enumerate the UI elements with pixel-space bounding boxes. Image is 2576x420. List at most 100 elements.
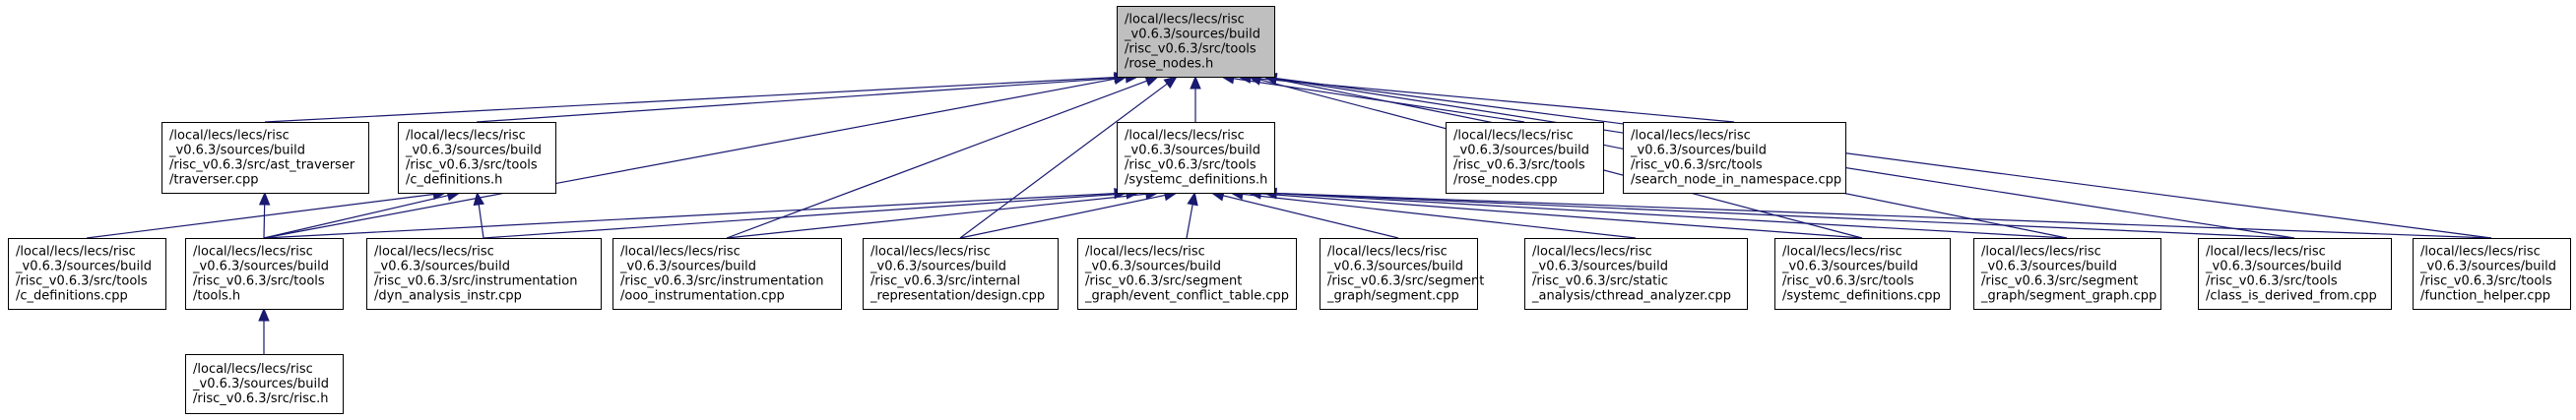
node-box [185,238,344,310]
node-label-line: /risc_v0.6.3/src/tools [1453,158,1585,173]
node-label-line: /risc_v0.6.3/src/tools [1631,158,1763,173]
edge-line [1242,193,1637,239]
node-label-line: _graph/segment_graph.cpp [1980,289,2157,304]
node-label-line: /risc_v0.6.3/src/segment [1327,274,1484,289]
node-label-line: _v0.6.3/sources/build [1452,144,1589,158]
node-function-helper-cpp[interactable]: /local/lecs/lecs/risc_v0.6.3/sources/bui… [2413,238,2571,310]
node-label-line: _analysis/cthread_analyzer.cpp [1531,289,1731,304]
node-label-line: /c_definitions.cpp [16,289,128,304]
node-cthread-analyzer-cpp[interactable]: /local/lecs/lecs/risc_v0.6.3/sources/bui… [1524,238,1748,310]
edge-line [959,194,1166,239]
node-label-line: /c_definitions.h [406,173,502,188]
node-label-line: /search_node_in_namespace.cpp [1631,173,1841,188]
node-box [863,238,1059,310]
node-risc-h[interactable]: /local/lecs/lecs/risc_v0.6.3/sources/bui… [185,354,344,414]
node-label-line: /risc_v0.6.3/src/tools [2420,274,2552,289]
edge-line [1275,192,2492,239]
node-label-line: _graph/event_conflict_table.cpp [1084,289,1289,304]
edge-class-is-derived-cpp-to-systemc-definitions-h [1262,187,2295,239]
node-label-line: _representation/design.cpp [869,289,1045,304]
edge-systemc-definitions-h-to-rose-nodes-h [1190,75,1201,122]
node-box [1973,238,2161,310]
node-label-line: /ooo_instrumentation.cpp [620,289,785,304]
node-search-node-cpp[interactable]: /local/lecs/lecs/risc_v0.6.3/sources/bui… [1623,122,1846,194]
node-box [2198,238,2392,310]
edge-line [264,77,1116,123]
node-box [2413,238,2571,310]
node-tools-h[interactable]: /local/lecs/lecs/risc_v0.6.3/sources/bui… [185,238,344,310]
edge-risc-h-to-tools-h [258,307,270,354]
node-label-line: _v0.6.3/sources/build [1781,260,1918,274]
node-label-line: _v0.6.3/sources/build [1326,260,1463,274]
node-rose-nodes-h[interactable]: /local/lecs/lecs/risc_v0.6.3/sources/bui… [1117,6,1275,78]
edge-line [1186,204,1193,239]
node-ooo-instr-cpp[interactable]: /local/lecs/lecs/risc_v0.6.3/sources/bui… [612,238,842,310]
node-event-conflict-cpp[interactable]: /local/lecs/lecs/risc_v0.6.3/sources/bui… [1077,238,1297,310]
node-label-line: /tools.h [193,289,240,304]
edge-rose-nodes-cpp-to-rose-nodes-h [1220,73,1525,123]
node-label-line: /risc_v0.6.3/src/risc.h [193,391,329,406]
node-design-cpp[interactable]: /local/lecs/lecs/risc_v0.6.3/sources/bui… [863,238,1059,310]
edge-arrowhead [258,307,270,322]
node-label-line: /dyn_analysis_instr.cpp [374,289,522,304]
node-label-line: /risc_v0.6.3/src/tools [1125,42,1256,57]
edge-line [1222,195,1399,239]
node-systemc-definitions-cpp[interactable]: /local/lecs/lecs/risc_v0.6.3/sources/bui… [1774,238,1951,310]
node-label-line: /risc_v0.6.3/src/tools [406,158,538,173]
node-label-line: /local/lecs/lecs/risc [1125,129,1245,144]
edge-dyn-analysis-cpp-to-c-definitions-h [473,191,484,239]
node-label-line: /local/lecs/lecs/risc [1085,245,1205,260]
node-label-line: /systemc_definitions.h [1125,173,1267,188]
edge-tools-h-to-c-definitions-h [263,190,461,239]
node-label-line: /risc_v0.6.3/src/ast_traverser [169,158,355,173]
edge-line [478,204,484,239]
node-label-line: /class_is_derived_from.cpp [2206,289,2377,304]
edge-search-node-cpp-to-rose-nodes-h [1237,72,1735,123]
node-label-line: /rose_nodes.h [1125,57,1213,72]
node-label-line: _v0.6.3/sources/build [192,377,329,391]
node-c-definitions-cpp[interactable]: /local/lecs/lecs/risc_v0.6.3/sources/bui… [8,238,166,310]
node-label-line: /function_helper.cpp [2420,289,2550,304]
node-label-line: /systemc_definitions.cpp [1782,289,1941,304]
node-label-line: /rose_nodes.cpp [1453,173,1558,188]
edge-line [263,78,1116,239]
node-label-line: /local/lecs/lecs/risc [16,245,136,260]
node-traverser-cpp[interactable]: /local/lecs/lecs/risc_v0.6.3/sources/bui… [161,122,369,194]
edge-line [1275,192,2295,239]
node-box [1320,238,1478,310]
node-label-line: /local/lecs/lecs/risc [374,245,494,260]
node-dyn-analysis-cpp[interactable]: /local/lecs/lecs/risc_v0.6.3/sources/bui… [366,238,602,310]
node-box [1077,238,1297,310]
node-label-line: _v0.6.3/sources/build [1124,144,1260,158]
node-label-line: /local/lecs/lecs/risc [169,129,290,144]
node-label-line: _v0.6.3/sources/build [405,144,542,158]
node-box [366,238,602,310]
node-label-line: /risc_v0.6.3/src/tools [16,274,148,289]
node-label-line: /local/lecs/lecs/risc [2420,245,2541,260]
node-box [161,122,369,194]
node-label-line: /risc_v0.6.3/src/instrumentation [374,274,577,289]
node-label-line: _v0.6.3/sources/build [15,260,152,274]
node-class-is-derived-cpp[interactable]: /local/lecs/lecs/risc_v0.6.3/sources/bui… [2198,238,2392,310]
edge-line [1275,193,2068,239]
edge-arrowhead [1163,76,1178,90]
node-segment-graph-cpp[interactable]: /local/lecs/lecs/risc_v0.6.3/sources/bui… [1973,238,2161,310]
edge-arrowhead [1187,191,1198,207]
edge-design-cpp-to-rose-nodes-h [959,76,1178,239]
node-c-definitions-h[interactable]: /local/lecs/lecs/risc_v0.6.3/sources/bui… [398,122,556,194]
node-systemc-definitions-h[interactable]: /local/lecs/lecs/risc_v0.6.3/sources/bui… [1117,122,1275,194]
node-box [1524,238,1748,310]
node-box [8,238,166,310]
node-segment-cpp[interactable]: /local/lecs/lecs/risc_v0.6.3/sources/bui… [1320,238,1485,310]
node-label-line: /local/lecs/lecs/risc [620,245,741,260]
node-label-line: /local/lecs/lecs/risc [406,129,526,144]
node-label-line: /local/lecs/lecs/risc [193,362,313,377]
node-label-line: _v0.6.3/sources/build [1531,260,1668,274]
node-rose-nodes-cpp[interactable]: /local/lecs/lecs/risc_v0.6.3/sources/bui… [1446,122,1604,194]
edge-function-helper-cpp-to-systemc-definitions-h [1262,187,2492,239]
node-box [398,122,556,194]
node-label-line: /local/lecs/lecs/risc [2206,245,2326,260]
edge-traverser-cpp-to-rose-nodes-h [264,71,1128,123]
node-label-line: _v0.6.3/sources/build [2419,260,2556,274]
